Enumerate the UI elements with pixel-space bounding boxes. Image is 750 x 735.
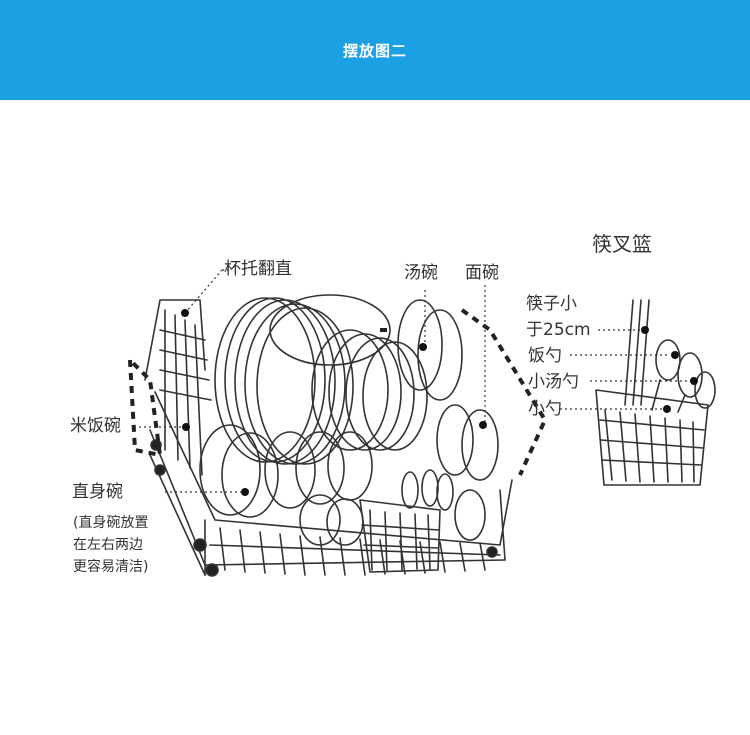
label-chopsticks-1: 筷子小 — [526, 294, 577, 314]
label-cup-rack: 杯托翻直 — [224, 259, 292, 279]
label-straight-bowl-note-3: 更容易清洁) — [73, 559, 149, 575]
label-soup-spoon: 小汤勺 — [528, 372, 579, 392]
label-soup-bowl: 汤碗 — [404, 263, 438, 283]
label-small-spoon: 小勺 — [528, 399, 562, 419]
label-noodle-bowl: 面碗 — [465, 263, 499, 283]
label-cutlery-basket: 筷叉篮 — [592, 232, 652, 256]
right-dashed-outline — [460, 308, 548, 476]
dish-rack — [144, 299, 513, 577]
label-straight-bowl: 直身碗 — [72, 482, 123, 502]
page-title: 摆放图二 — [342, 41, 407, 60]
header-bar: 摆放图二 — [0, 0, 750, 100]
label-rice-bowl: 米饭碗 — [70, 416, 121, 436]
label-rice-spoon: 饭勺 — [528, 346, 562, 366]
in-rack-basket — [359, 469, 454, 573]
large-plates — [214, 294, 428, 465]
bowls — [199, 299, 499, 546]
label-straight-bowl-note-2: 在左右两边 — [73, 537, 143, 553]
left-dashed-outline — [127, 354, 163, 458]
cutlery-basket — [595, 299, 716, 486]
label-straight-bowl-note-1: (直身碗放置 — [73, 515, 149, 531]
label-chopsticks-2: 于25cm — [526, 320, 591, 340]
